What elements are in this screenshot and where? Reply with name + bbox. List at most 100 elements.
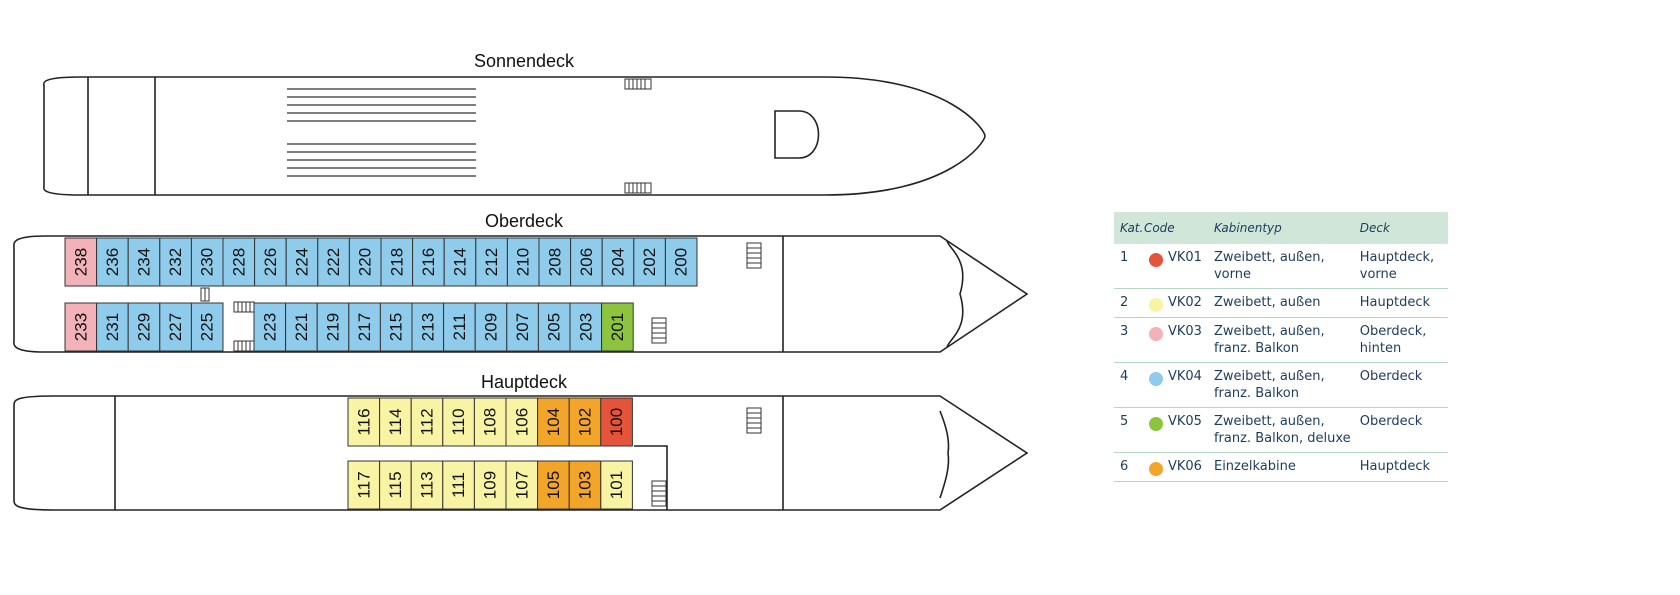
stairs-icon [746, 407, 762, 434]
cabin-111[interactable] [442, 460, 475, 510]
cabin-221[interactable] [285, 302, 318, 352]
legend-deck-line: Oberdeck [1359, 369, 1423, 384]
legend-deck: Hauptdeck [1360, 289, 1448, 317]
cabin-number: 224 [293, 248, 312, 276]
cabin-200[interactable] [664, 237, 698, 287]
cabin-213[interactable] [411, 302, 445, 352]
cabin-212[interactable] [475, 237, 508, 287]
legend-cabin-type-line: Zweibett, außen [1213, 295, 1321, 310]
stairs-icon [624, 78, 652, 90]
legend-deck-line: Hauptdeck [1359, 459, 1431, 474]
legend-cabin-type: Zweibett, außen,franz. Balkon [1214, 318, 1360, 362]
cabin-number: 212 [482, 248, 501, 276]
cabin-236[interactable] [96, 237, 129, 287]
cabin-number: 217 [355, 313, 374, 341]
legend-code: VK05 [1167, 414, 1202, 429]
cabin-number: 228 [229, 248, 248, 276]
cabin-209[interactable] [474, 302, 508, 352]
cabin-211[interactable] [443, 302, 476, 352]
hauptdeck-hull [13, 395, 1029, 511]
legend-cabin-type-line: vorne [1213, 267, 1251, 282]
cabin-230[interactable] [190, 237, 224, 287]
deck-title-sonnendeck: Sonnendeck [474, 51, 575, 71]
cabin-106[interactable] [505, 397, 539, 447]
category-color-dot-icon [1149, 253, 1164, 267]
cabin-number: 233 [71, 313, 90, 341]
legend-kat: 4 [1120, 369, 1129, 384]
cabin-103[interactable] [568, 460, 602, 510]
cabin-100[interactable] [600, 397, 633, 447]
cabin-number: 112 [418, 408, 437, 435]
stairs-icon [200, 287, 210, 302]
legend-header-deck: Deck [1359, 221, 1390, 235]
cabin-number: 110 [449, 408, 468, 435]
cabin-number: 230 [198, 248, 217, 276]
cabin-218[interactable] [380, 237, 414, 287]
legend-header-kat: Kat. [1120, 221, 1144, 235]
cabin-233[interactable] [64, 302, 98, 352]
cabin-number: 211 [450, 313, 469, 340]
cabin-115[interactable] [379, 460, 412, 510]
cabin-110[interactable] [442, 397, 475, 447]
cabin-113[interactable] [410, 460, 444, 510]
cabin-109[interactable] [473, 460, 507, 510]
legend-cabin-type-line: franz. Balkon [1213, 341, 1299, 356]
cabin-117[interactable] [347, 460, 381, 510]
cabin-101[interactable] [600, 460, 633, 510]
cabin-215[interactable] [379, 302, 413, 352]
legend-deck: Oberdeck [1360, 363, 1448, 407]
cabin-201[interactable] [601, 302, 634, 352]
cabin-208[interactable] [538, 237, 572, 287]
cabin-number: 111 [449, 472, 468, 498]
cabin-number: 205 [545, 313, 564, 341]
legend-cabin-type-line: Einzelkabine [1213, 459, 1296, 474]
cabin-203[interactable] [569, 302, 603, 352]
cabin-219[interactable] [316, 302, 350, 352]
cabin-104[interactable] [537, 397, 570, 447]
cabin-108[interactable] [473, 397, 507, 447]
legend-kat: 5 [1120, 414, 1129, 429]
category-color-dot-icon [1149, 417, 1164, 431]
cabin-number: 220 [356, 248, 375, 276]
cabin-210[interactable] [506, 237, 540, 287]
cabin-225[interactable] [190, 302, 224, 352]
legend-deck-line: Oberdeck, [1359, 324, 1427, 339]
cabin-number: 117 [354, 471, 373, 498]
cabin-224[interactable] [285, 237, 319, 287]
cabin-number: 208 [545, 248, 564, 276]
legend-deck: Oberdeck [1360, 408, 1448, 452]
cabin-206[interactable] [570, 237, 603, 287]
deck-title-oberdeck: Oberdeck [485, 211, 564, 231]
cabin-223[interactable] [253, 302, 287, 352]
cabin-232[interactable] [159, 237, 192, 287]
category-color-dot-icon [1149, 327, 1164, 341]
cabin-229[interactable] [127, 302, 161, 352]
cabin-number: 210 [514, 248, 533, 276]
cabin-214[interactable] [443, 237, 477, 287]
cabin-number: 231 [103, 313, 122, 341]
cabin-202[interactable] [633, 237, 666, 287]
cabin-number: 213 [418, 313, 437, 341]
cabin-227[interactable] [159, 302, 192, 352]
legend-kat: 6 [1120, 459, 1129, 474]
oberdeck-hull [13, 235, 1029, 353]
cabin-207[interactable] [506, 302, 539, 352]
cabin-107[interactable] [505, 460, 539, 510]
cabin-216[interactable] [412, 237, 445, 287]
stairs-icon [233, 340, 255, 352]
cabin-112[interactable] [410, 397, 444, 447]
cabin-226[interactable] [254, 237, 287, 287]
cabin-220[interactable] [348, 237, 382, 287]
cabin-number: 103 [576, 471, 595, 499]
legend-deck-line: Hauptdeck [1359, 295, 1431, 310]
cabin-number: 236 [103, 248, 122, 276]
sonnendeck-deckchairs [287, 88, 476, 177]
cabin-116[interactable] [347, 397, 381, 447]
